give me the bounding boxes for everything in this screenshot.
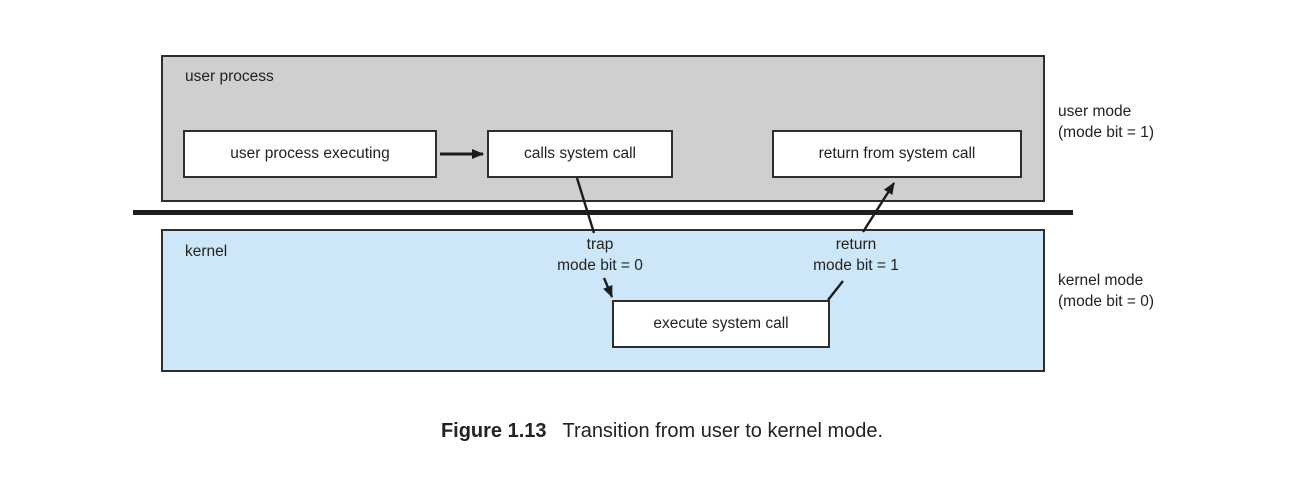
mode-boundary-line <box>133 210 1073 215</box>
kernel-region-label: kernel <box>185 243 228 260</box>
trap-label: trap mode bit = 0 <box>557 234 643 276</box>
trap-label-line2: mode bit = 0 <box>557 257 643 274</box>
node-user-process-executing: user process executing <box>183 130 437 178</box>
kernel-mode-region <box>161 229 1045 372</box>
node-calls-system-call: calls system call <box>487 130 673 178</box>
figure-caption-number: Figure 1.13 <box>440 420 547 442</box>
node-return-from-system-call: return from system call <box>772 130 1022 178</box>
user-mode-region <box>161 55 1045 202</box>
figure-caption-text: Transition from user to kernel mode. <box>562 420 884 442</box>
return-label-line1: return <box>835 236 877 253</box>
user-region-label: user process <box>185 68 274 85</box>
kernel-mode-side-label-line2: (mode bit = 0) <box>1058 293 1155 310</box>
kernel-mode-side-label: kernel mode (mode bit = 0) <box>1058 270 1154 312</box>
trap-label-line1: trap <box>586 236 614 253</box>
return-label: return mode bit = 1 <box>813 234 899 276</box>
return-label-line2: mode bit = 1 <box>813 257 899 274</box>
figure-caption: Figure 1.13 Transition from user to kerne… <box>441 420 883 443</box>
kernel-mode-side-label-line1: kernel mode <box>1058 272 1144 289</box>
node-execute-system-call: execute system call <box>612 300 830 348</box>
user-mode-side-label-line1: user mode <box>1058 103 1132 120</box>
user-mode-side-label-line2: (mode bit = 1) <box>1058 124 1155 141</box>
user-mode-side-label: user mode (mode bit = 1) <box>1058 101 1154 143</box>
